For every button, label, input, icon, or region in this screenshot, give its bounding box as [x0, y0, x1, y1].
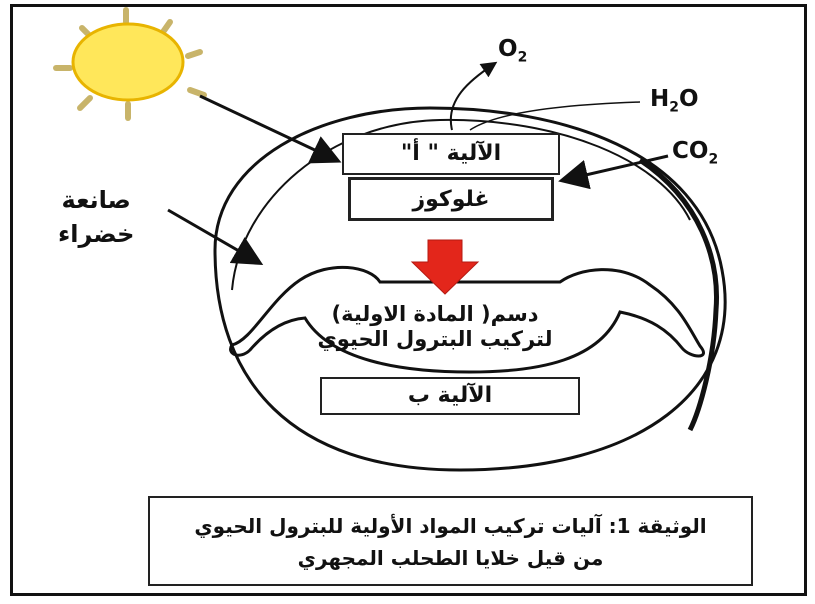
co2-arrow — [558, 154, 669, 190]
chloroplast-body — [229, 265, 705, 374]
red-down-arrow — [410, 239, 480, 295]
chloroplast-label: صانعة خضراء — [58, 183, 134, 251]
document-caption: الوثيقة 1: آليات تركيب المواد الأولية لل… — [148, 496, 753, 586]
glucose-box: غلوكوز — [348, 177, 554, 221]
o2-label: O2 — [498, 36, 528, 66]
caption-line2: من قيل خلايا الطحلب المجهري — [297, 546, 604, 570]
lipid-label-line1: دسم( المادة الاولية) — [331, 302, 539, 326]
o2-arrow — [449, 61, 498, 131]
sun-icon — [53, 7, 207, 121]
caption-line1: الوثيقة 1: آليات تركيب المواد الأولية لل… — [194, 514, 707, 538]
lipid-label-line2: لتركيب البترول الحيوي — [317, 327, 553, 351]
h2o-label: H2O — [650, 86, 699, 116]
mechanism-a-box: الآلية " أ" — [342, 133, 560, 175]
lipid-label: دسم( المادة الاولية) لتركيب البترول الحي… — [300, 302, 570, 352]
h2o-line — [469, 101, 641, 131]
chloroplast-label-line1: صانعة — [61, 186, 131, 214]
sunlight-arrow — [199, 94, 342, 164]
chloroplast-label-line2: خضراء — [58, 220, 135, 248]
cell-outline — [213, 106, 727, 472]
co2-label: CO2 — [672, 138, 719, 168]
chloroplast-arrow — [167, 208, 264, 266]
mechanism-b-box: الآلية ب — [320, 377, 580, 415]
